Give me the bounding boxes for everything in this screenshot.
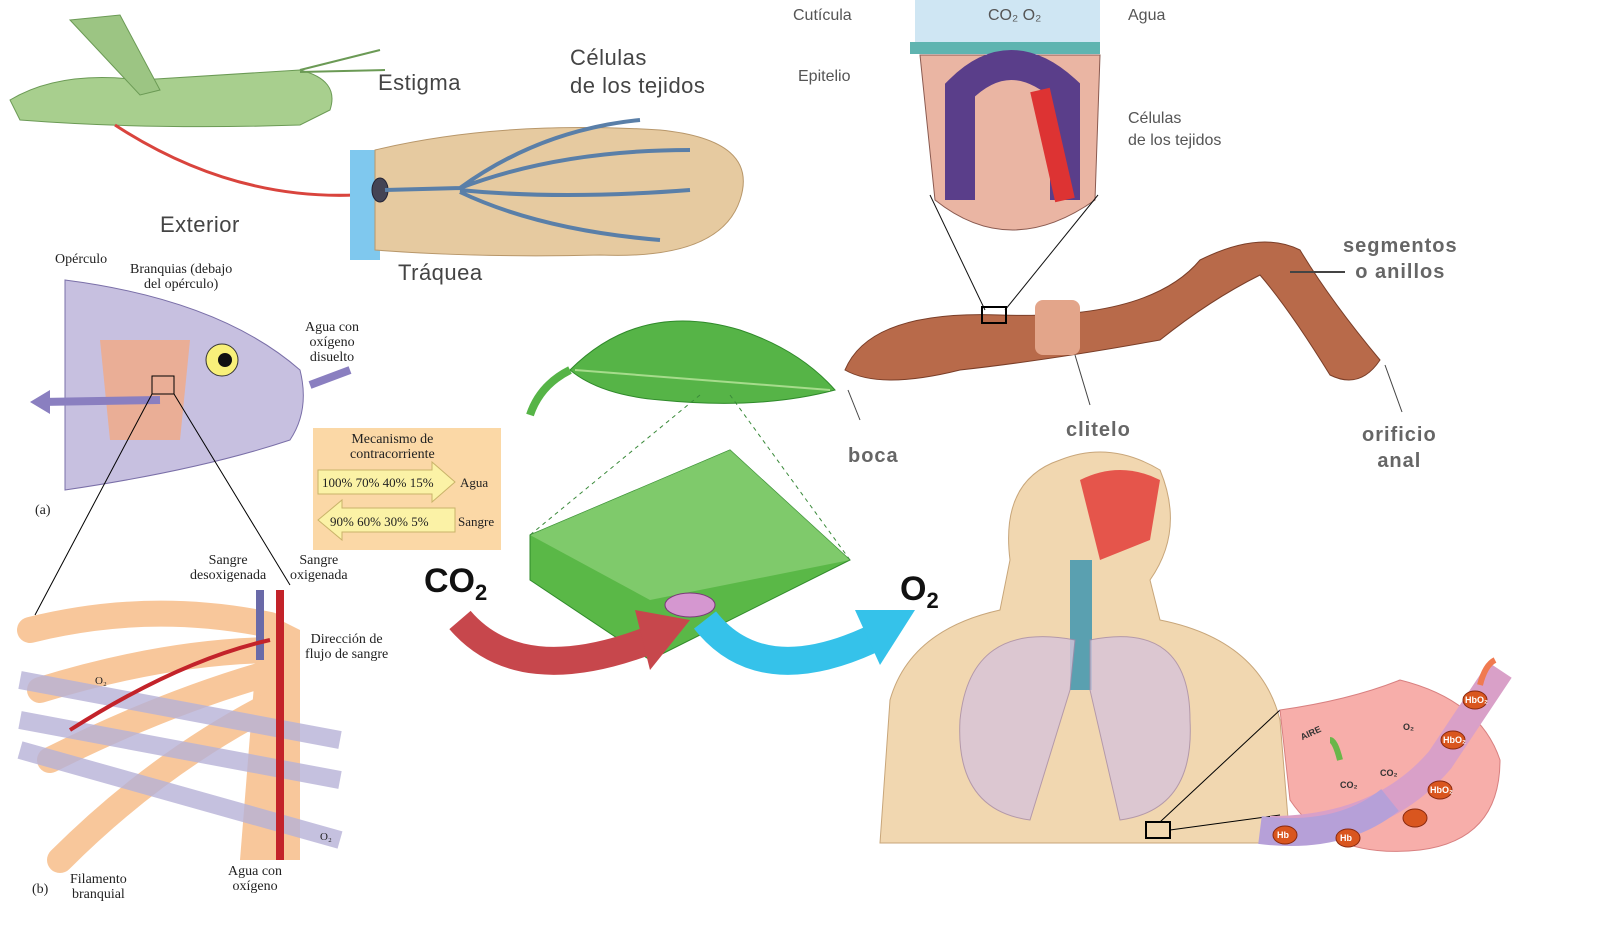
leaf-illustration	[449, 320, 915, 675]
water-label: Agua	[460, 475, 489, 490]
label-gills: Branquias (debajo del opérculo)	[130, 262, 233, 292]
label-trachea: Tráquea	[398, 260, 483, 285]
label-operculum: Opérculo	[55, 252, 108, 267]
human-lungs-illustration	[879, 451, 1291, 844]
label-blood-flow: Dirección de flujo de sangre	[305, 632, 389, 662]
label-co2: CO₂	[1340, 780, 1358, 790]
label-oxygenated-blood: Sangre oxigenada	[290, 553, 348, 583]
blood-values: 90% 60% 30% 5%	[330, 514, 429, 529]
countercurrent-title: Mecanismo de contracorriente	[350, 432, 435, 462]
label-hbo2: HbO₂	[1465, 695, 1488, 705]
label-panel-a: (a)	[35, 503, 51, 518]
label-water-in: Agua con oxígeno disuelto	[305, 320, 360, 365]
label-mouth: boca	[848, 445, 899, 467]
label-co2: CO2	[424, 562, 488, 605]
blood-label: Sangre	[458, 514, 495, 529]
trachea-illustration	[350, 118, 744, 260]
label-tissue-cells: Células de los tejidos	[1128, 110, 1222, 149]
label-hb: Hb	[1277, 830, 1289, 840]
label-exterior: Exterior	[160, 212, 240, 237]
label-anus: orificio anal	[1362, 424, 1437, 472]
label-o2: O2	[900, 570, 939, 613]
label-hb: Hb	[1340, 833, 1352, 843]
countercurrent-box	[313, 428, 501, 550]
gill-filament-illustration	[17, 590, 343, 873]
label-stigma: Estigma	[378, 70, 461, 95]
label-epithelium: Epitelio	[798, 68, 851, 85]
label-filament: Filamento branquial	[70, 872, 127, 902]
label-hbo2: HbO₂	[1443, 735, 1466, 745]
label-o2: O₂	[1403, 722, 1414, 732]
label-water: Agua	[1128, 7, 1166, 24]
label-o2: O₂	[320, 831, 332, 843]
fish-illustration	[30, 279, 352, 616]
alveolus-illustration	[1258, 657, 1512, 852]
label-cuticle: Cutícula	[793, 7, 852, 24]
grasshopper-illustration	[9, 14, 386, 205]
label-panel-b: (b)	[32, 882, 49, 897]
label-segments: segmentos o anillos	[1343, 235, 1458, 283]
label-co2: CO₂	[1380, 768, 1398, 778]
label-gases: CO₂ O₂	[988, 7, 1042, 24]
label-deoxygenated-blood: Sangre desoxigenada	[190, 553, 267, 583]
label-tissue-cells: Células de los tejidos	[570, 45, 706, 98]
water-values: 100% 70% 40% 15%	[322, 475, 434, 490]
label-water-oxygen: Agua con oxígeno	[228, 864, 283, 894]
label-clitellum: clitelo	[1066, 419, 1131, 441]
label-hbo2: HbO₂	[1430, 785, 1453, 795]
label-o2: O₂	[95, 675, 107, 687]
earthworm-skin-illustration	[910, 0, 1101, 311]
earthworm-illustration	[844, 241, 1403, 421]
